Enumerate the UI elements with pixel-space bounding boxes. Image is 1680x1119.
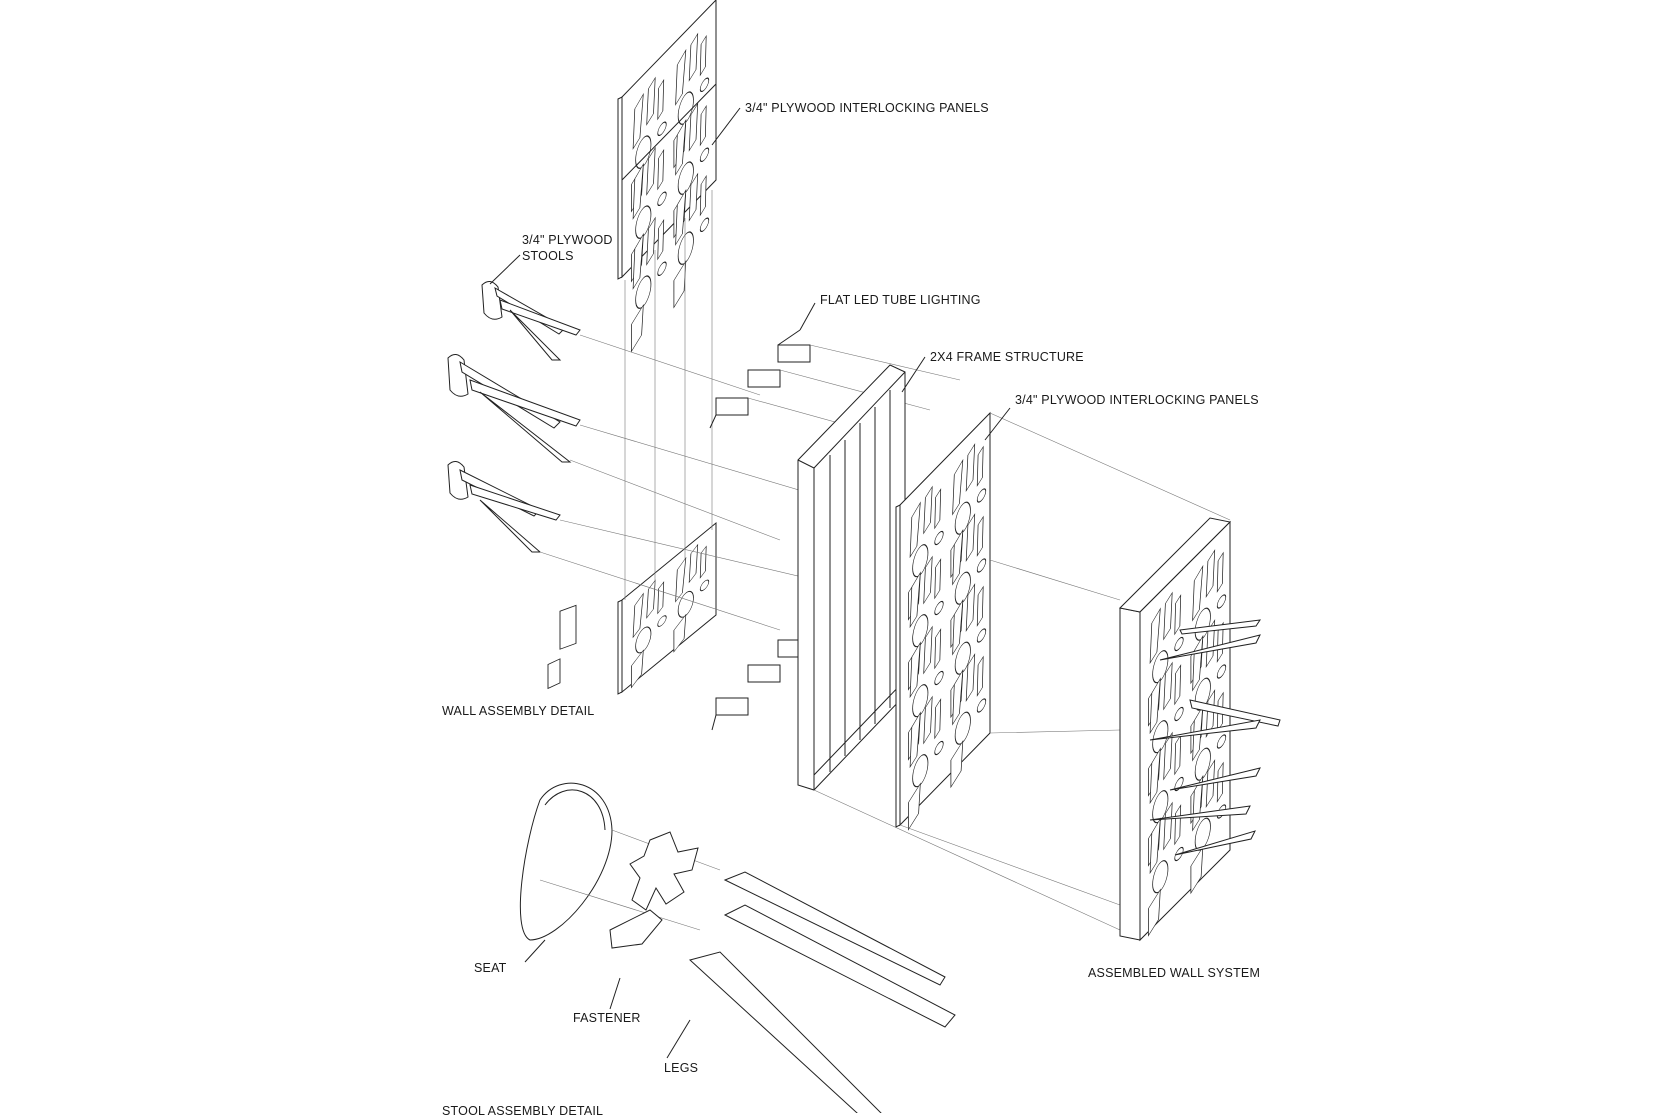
stool-group-bottom [447,461,901,631]
label-wall-assembly-detail: WALL ASSEMBLY DETAIL [442,704,595,718]
label-fastener: FASTENER [573,1011,641,1025]
lower-plywood-panel [617,521,717,695]
label-plywood-stools-line1: 3/4" PLYWOOD [522,233,613,247]
label-plywood-stools-line2: STOOLS [522,249,574,263]
label-stool-assembly-detail: STOOL ASSEMBLY DETAIL [442,1104,604,1118]
label-legs: LEGS [664,1061,699,1075]
assembled-wall [1118,517,1281,942]
panel-alignment-lines [624,190,713,600]
middle-plywood-panel [895,411,991,831]
label-plywood-panels-top: 3/4" PLYWOOD INTERLOCKING PANELS [745,101,989,115]
label-seat: SEAT [474,961,507,975]
label-assembled-wall-system: ASSEMBLED WALL SYSTEM [1088,966,1261,980]
top-plywood-panel [617,0,717,353]
stool-group-middle [447,354,901,541]
frame-structure [797,364,906,791]
assembly-projection-lines [813,412,1231,931]
leader-lines [489,107,1011,1059]
label-plywood-panels-mid: 3/4" PLYWOOD INTERLOCKING PANELS [1015,393,1259,407]
label-led-lighting: FLAT LED TUBE LIGHTING [820,293,981,307]
stool-group-top [481,281,761,396]
stool-detail [519,604,956,1113]
label-frame-structure: 2X4 FRAME STRUCTURE [930,350,1084,364]
